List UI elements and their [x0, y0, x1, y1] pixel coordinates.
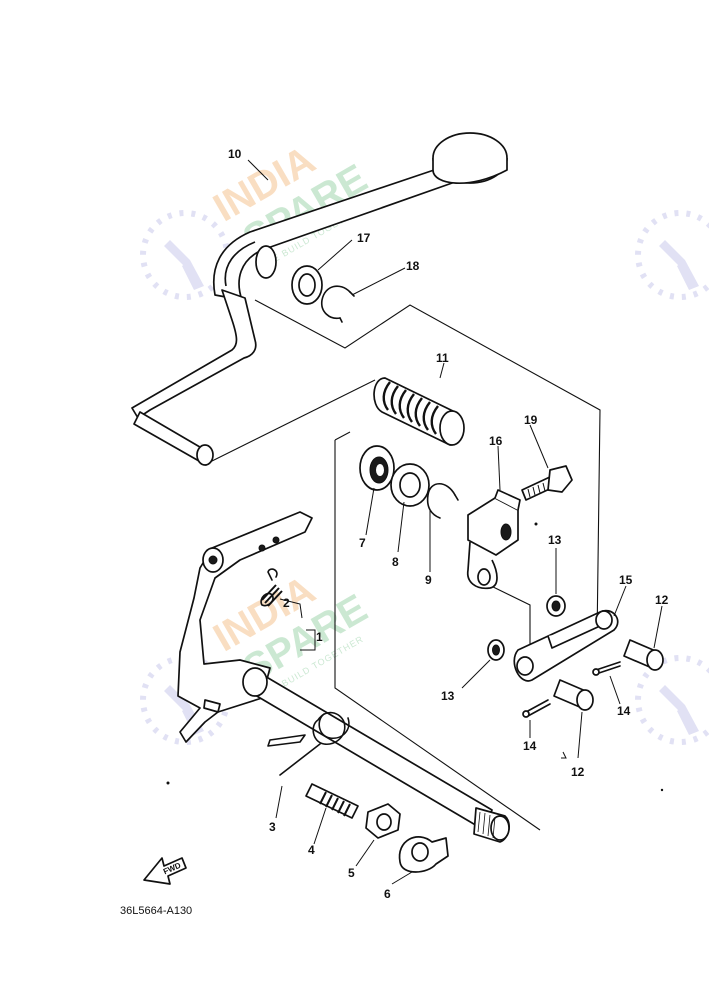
watermark-logo-right — [635, 210, 709, 300]
joint-16 — [466, 489, 521, 590]
callout-3: 3 — [269, 820, 276, 834]
callout-12-right: 12 — [655, 593, 669, 607]
drawing-reference-code: 36L5664-A130 — [120, 905, 192, 917]
forward-direction-arrow: FWD — [143, 857, 187, 885]
shift-pedal-rubber-11 — [373, 377, 465, 446]
callout-18: 18 — [406, 259, 420, 273]
callout-12-lower: 12 — [571, 765, 585, 779]
callout-14-right: 14 — [617, 704, 631, 718]
callout-17: 17 — [357, 231, 371, 245]
stopper-plate-6 — [398, 836, 449, 873]
assembly-outline-upper — [209, 299, 601, 641]
callout-labels: 10 17 18 11 19 16 7 8 9 13 15 12 2 1 13 … — [228, 147, 669, 901]
circlip-18 — [320, 285, 355, 323]
pin-12-lower — [553, 679, 594, 711]
torsion-spring-3 — [267, 711, 350, 776]
shift-shaft-1 — [177, 511, 510, 843]
spring-2 — [260, 568, 283, 607]
circlip-9 — [426, 482, 459, 519]
shift-rod-15 — [513, 609, 619, 682]
washer-13-lower — [487, 639, 505, 661]
callout-8: 8 — [392, 555, 399, 569]
callout-1: 1 — [316, 630, 323, 644]
callout-6: 6 — [384, 887, 391, 901]
callout-5: 5 — [348, 866, 355, 880]
callout-13-upper: 13 — [548, 533, 562, 547]
oil-seal-7 — [359, 445, 395, 491]
assembly-outline-lower — [334, 431, 541, 831]
callout-10: 10 — [228, 147, 242, 161]
stud-bolt-4 — [305, 783, 359, 819]
callout-9: 9 — [425, 573, 432, 587]
callout-11: 11 — [436, 351, 449, 365]
cotter-pin-14-right — [592, 661, 621, 676]
shift-pedal — [131, 132, 508, 466]
bolt-19 — [521, 465, 573, 501]
callout-16: 16 — [489, 434, 503, 448]
cotter-pin-14-left — [522, 699, 551, 718]
callout-19: 19 — [524, 413, 538, 427]
washer-8 — [390, 463, 430, 507]
callout-15: 15 — [619, 573, 633, 587]
pin-12-right — [623, 639, 664, 671]
leader-lines — [247, 159, 663, 885]
callout-7: 7 — [359, 536, 366, 550]
callout-4: 4 — [308, 843, 315, 857]
callout-14-left: 14 — [523, 739, 537, 753]
callout-2: 2 — [283, 596, 290, 610]
washer-13-upper — [546, 595, 566, 617]
nut-5 — [365, 803, 401, 839]
scan-specks — [166, 522, 664, 792]
callout-13-lower: 13 — [441, 689, 455, 703]
washer-17 — [291, 265, 323, 305]
watermark-logo-lower-right — [635, 655, 709, 745]
